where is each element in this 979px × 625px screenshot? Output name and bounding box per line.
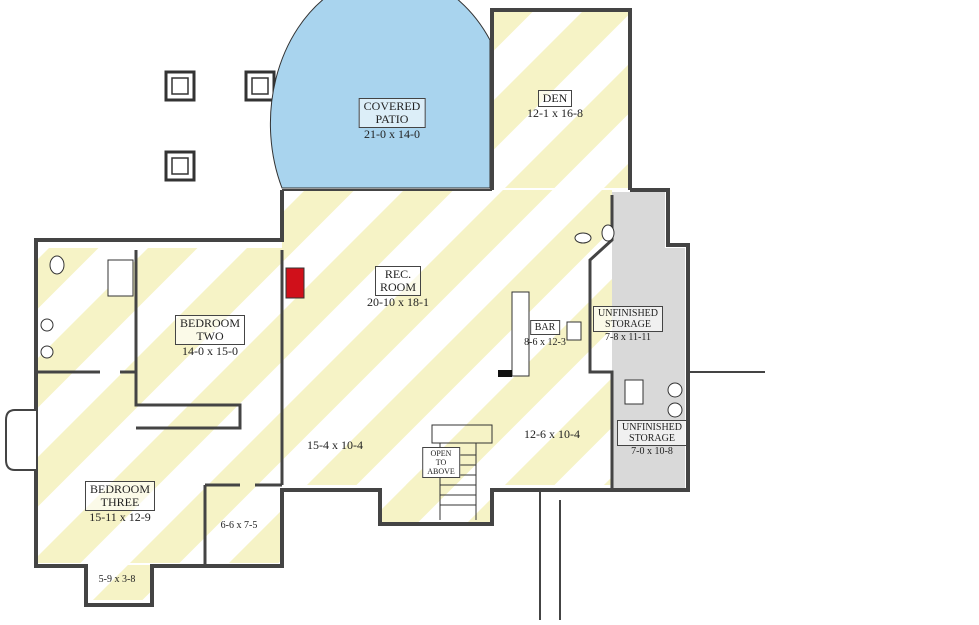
sink-icon: [40, 345, 54, 359]
bay-window: [5, 409, 36, 471]
shower-icon: [107, 259, 134, 297]
sink-icon: [40, 318, 54, 332]
water-heater-icon: [624, 379, 644, 405]
closet-size: 6-6 x 7-5: [220, 520, 258, 531]
columns: [164, 70, 276, 182]
bar-end: [498, 370, 512, 377]
sink-icon: [574, 232, 592, 244]
bar-counter: [511, 291, 530, 377]
furnace-icon: [667, 402, 683, 418]
bar-sink-icon: [566, 321, 582, 341]
toilet-icon: [49, 255, 65, 275]
toilet-icon: [601, 224, 615, 242]
window-well-size: 5-9 x 3-8: [98, 574, 136, 585]
walls: [34, 8, 765, 620]
game-area-size: 12-6 x 10-4: [524, 427, 580, 441]
furnace-icon: [667, 382, 683, 398]
covered-patio: [269, 0, 491, 189]
fireplace-icon: [285, 267, 305, 299]
hall-size: 15-4 x 10-4: [307, 438, 363, 452]
storage-floor: [612, 192, 685, 488]
